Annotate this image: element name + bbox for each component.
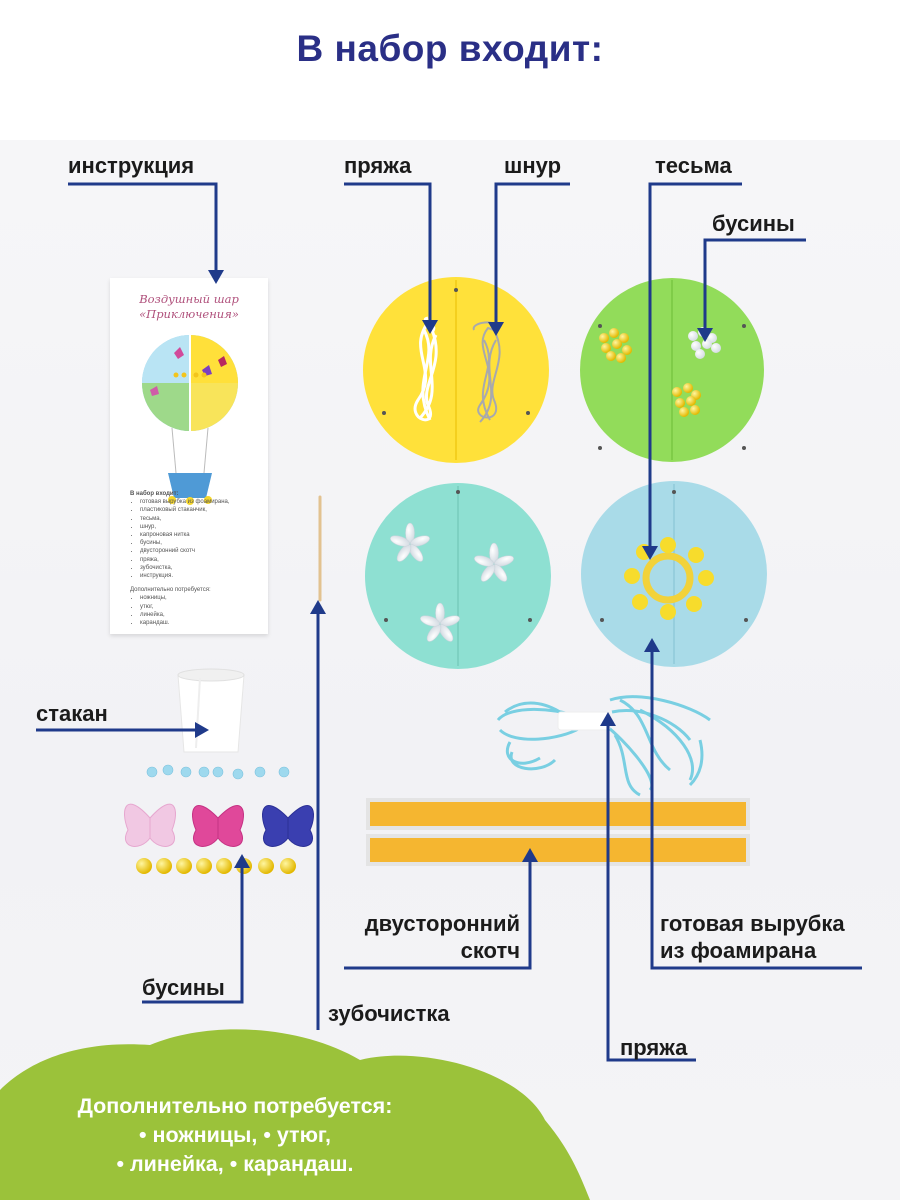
instruction-card: Воздушный шар «Приключения» В набор вход…	[110, 278, 268, 634]
list-item: двусторонний скотч	[140, 547, 280, 555]
label-die-cut-line2: из фоамирана	[660, 938, 817, 963]
list-item: шнур,	[140, 523, 280, 531]
list-item: тесьма,	[140, 515, 280, 523]
label-tape: двусторонний скотч	[330, 910, 520, 964]
footer-line1: Дополнительно потребуется:	[77, 1094, 393, 1118]
list-item: капроновая нитка	[140, 531, 280, 539]
list-item: инструкция.	[140, 572, 280, 580]
instruction-contents-heading: В набор входит:	[130, 491, 179, 497]
label-tape-line1: двусторонний	[364, 911, 520, 936]
label-ribbon: тесьма	[655, 153, 732, 178]
page-title: В набор входит:	[296, 28, 604, 69]
list-item: ножницы,	[140, 594, 280, 602]
label-die-cut-line1: готовая вырубка	[660, 911, 845, 936]
label-beads-top: бусины	[712, 211, 795, 236]
footer-extra-needed: Дополнительно потребуется: • ножницы, • …	[0, 1092, 470, 1179]
instruction-card-text: В набор входит: готовая вырубка из фоами…	[130, 490, 280, 627]
label-tape-line2: скотч	[460, 938, 520, 963]
footer-line3: • линейка, • карандаш.	[116, 1152, 354, 1176]
balloon-illustration	[142, 335, 238, 505]
list-item: пряжа,	[140, 556, 280, 564]
instruction-card-title: Воздушный шар «Приключения»	[110, 292, 268, 322]
label-yarn-top: пряжа	[344, 153, 412, 178]
instruction-extra-list: ножницы, утюг, линейка, карандаш.	[130, 594, 280, 627]
instruction-card-title-line2: «Приключения»	[139, 307, 239, 321]
list-item: карандаш.	[140, 619, 280, 627]
label-instruction: инструкция	[68, 153, 195, 178]
list-item: бусины,	[140, 539, 280, 547]
label-beads-bottom: бусины	[142, 975, 225, 1000]
label-yarn-bottom: пряжа	[620, 1035, 688, 1060]
label-toothpick: зубочистка	[328, 1001, 450, 1026]
label-die-cut: готовая вырубка из фоамирана	[660, 910, 845, 964]
footer-line2: • ножницы, • утюг,	[139, 1123, 331, 1147]
list-item: утюг,	[140, 603, 280, 611]
list-item: пластиковый стаканчик,	[140, 506, 280, 514]
list-item: линейка,	[140, 611, 280, 619]
instruction-contents-list: готовая вырубка из фоамирана, пластиковы…	[130, 498, 280, 580]
list-item: зубочистка,	[140, 564, 280, 572]
list-item: готовая вырубка из фоамирана,	[140, 498, 280, 506]
label-cord: шнур	[504, 153, 562, 178]
instruction-extra-heading: Дополнительно потребуется:	[130, 587, 211, 594]
label-cup: стакан	[36, 701, 108, 726]
instruction-card-title-line1: Воздушный шар	[139, 292, 239, 306]
